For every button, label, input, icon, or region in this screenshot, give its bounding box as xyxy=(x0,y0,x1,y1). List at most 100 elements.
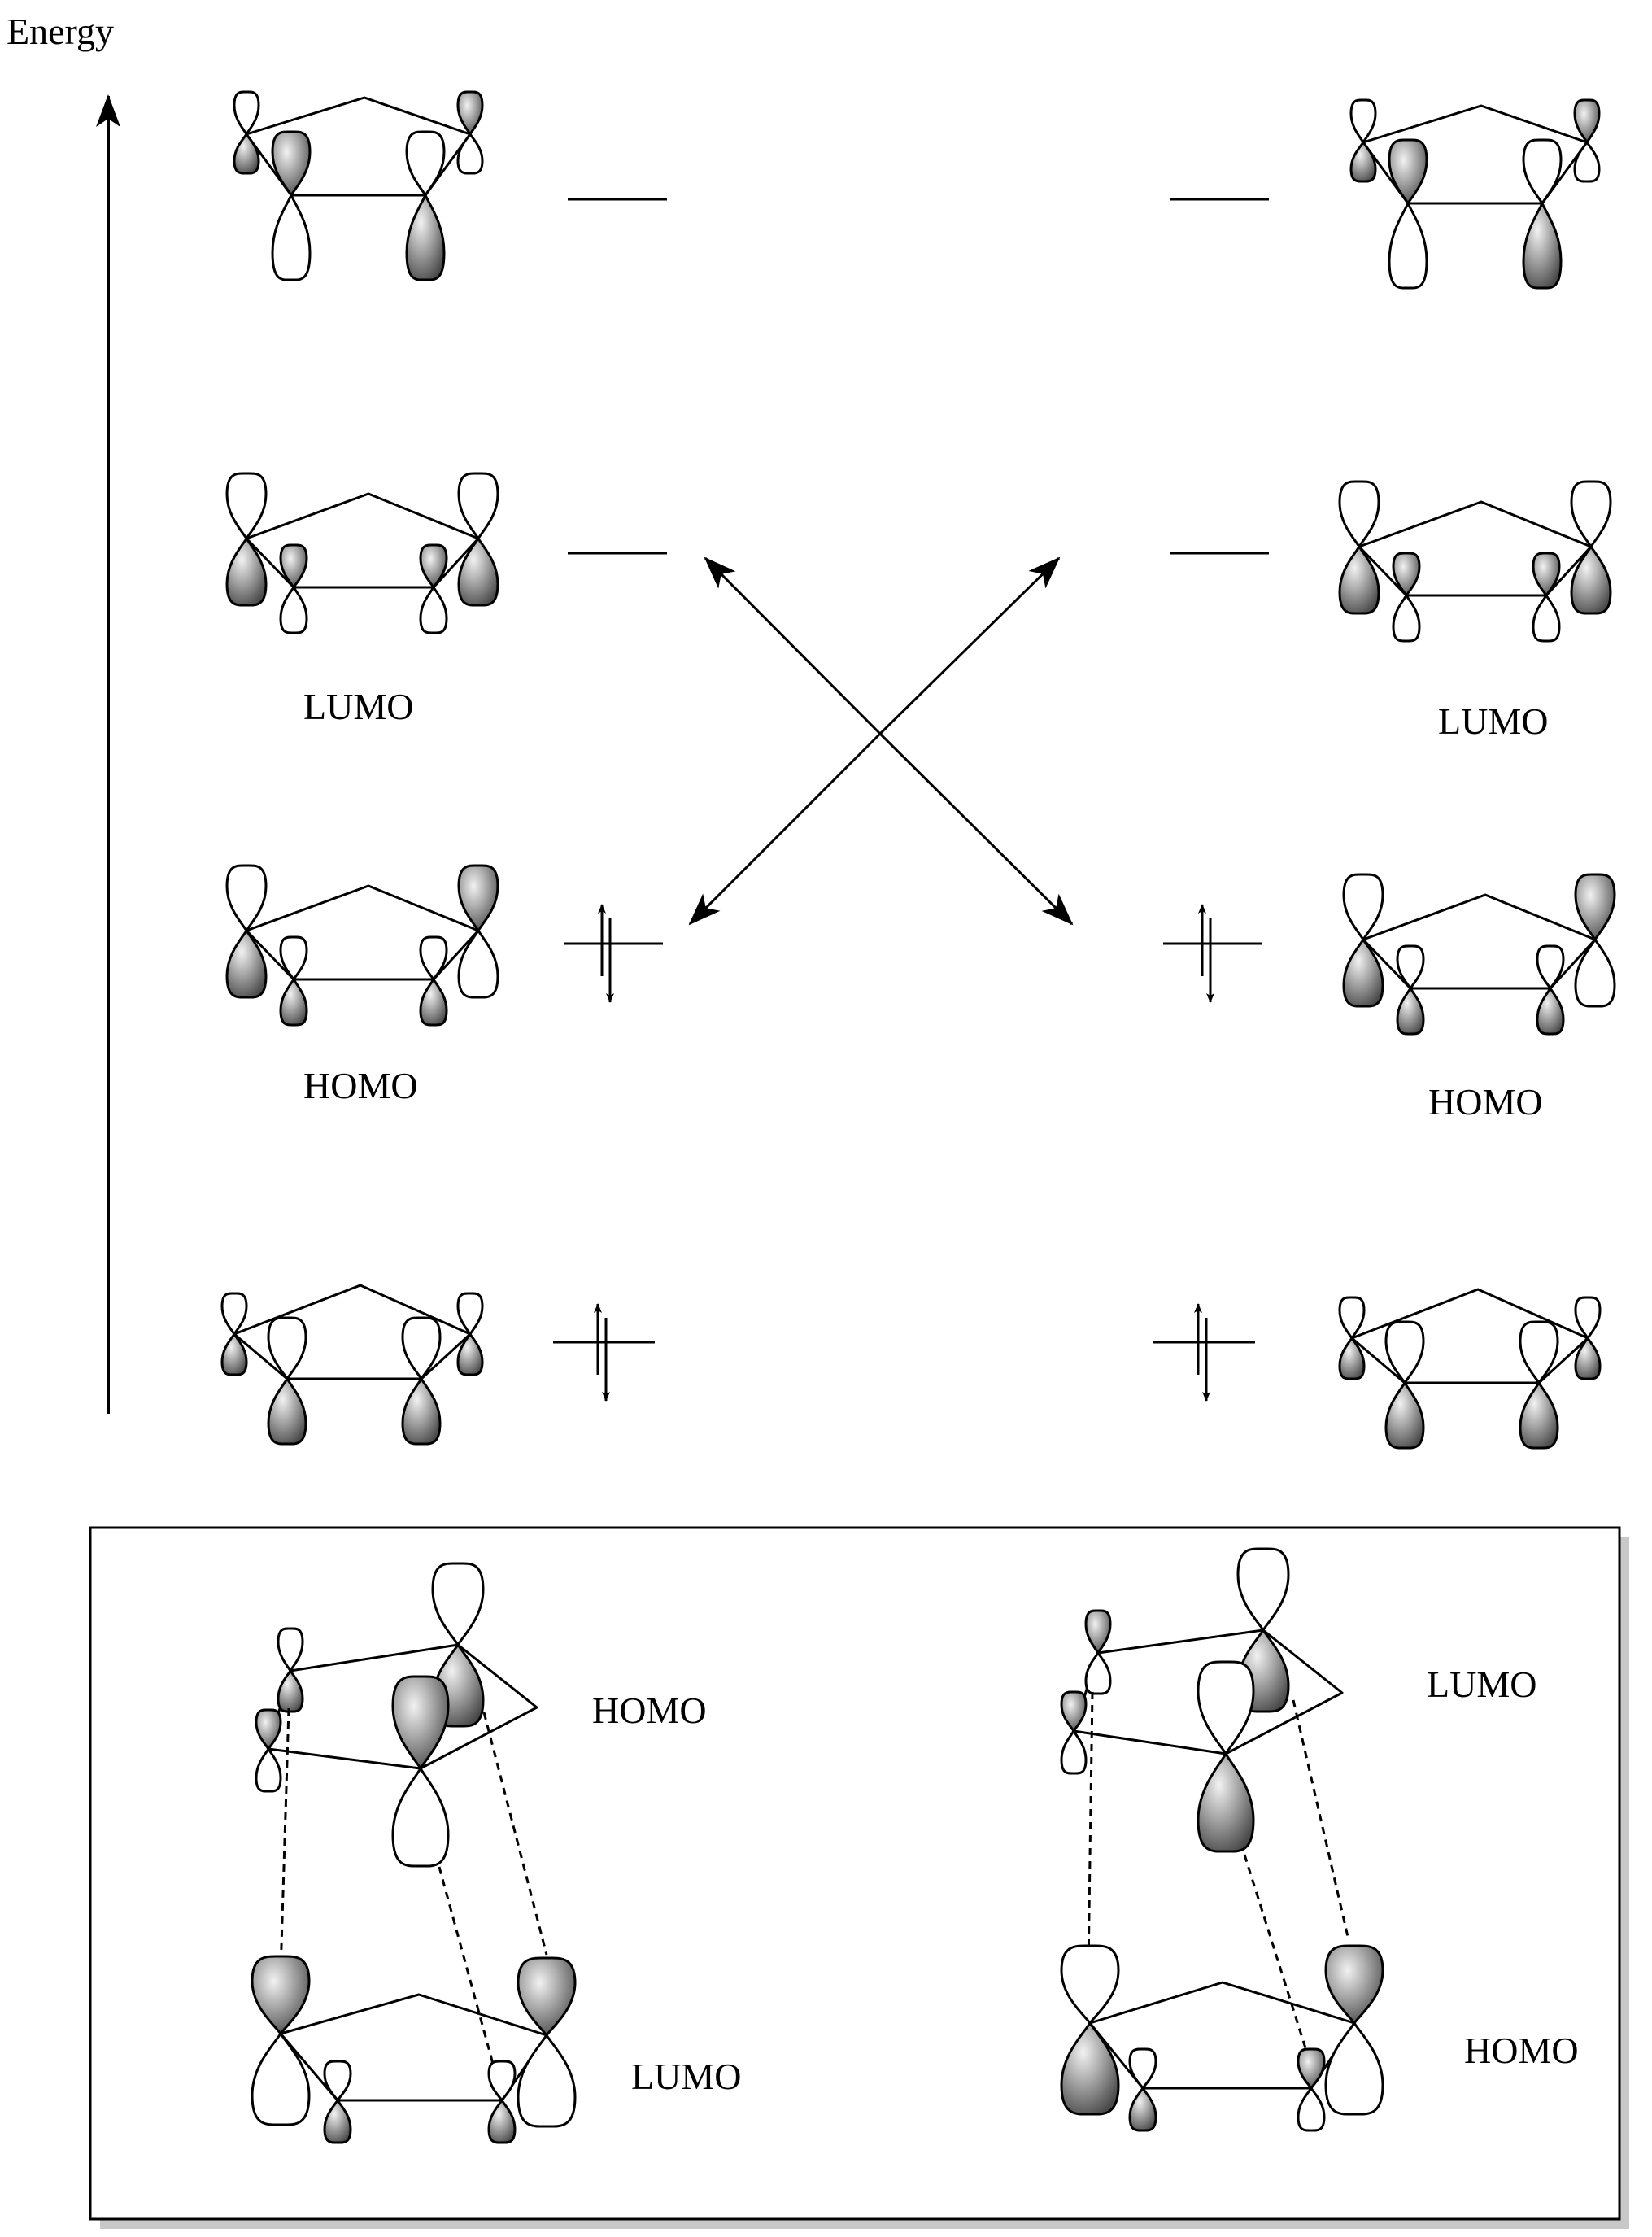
ring-skeleton xyxy=(1362,104,1589,205)
p-orbital-4-lower-lobe xyxy=(456,1332,484,1376)
p-orbital-4 xyxy=(1570,480,1612,615)
p-orbital-1 xyxy=(1349,98,1377,183)
inset-left-pair xyxy=(251,1562,577,2144)
inset-right-top-p1-lower-lobe xyxy=(1084,1651,1112,1695)
p-orbital-1 xyxy=(225,472,268,607)
inset-right-bottom-p4-upper-lobe xyxy=(1324,1944,1384,2025)
inset-label-right-bottom: HOMO xyxy=(1464,2030,1579,2071)
p-orbital-2-upper-lobe xyxy=(271,130,312,197)
molecule-left-homo xyxy=(225,864,499,1027)
p-orbital-2-lower-lobe xyxy=(279,586,308,634)
overlap-line-5 xyxy=(1292,1699,1350,1941)
inset-right-top-p4-upper-lobe xyxy=(1197,1660,1255,1755)
inset-overlap-drawings xyxy=(251,1547,1384,2144)
inset-right-bottom-p3-upper-lobe xyxy=(1297,2047,1326,2090)
inset-left-top-p4-lower-lobe xyxy=(391,1767,450,1868)
inset-right-bottom-p4-lower-lobe xyxy=(1324,2021,1384,2116)
molecule-right-mo4 xyxy=(1349,98,1601,290)
inset-left-bottom-p4-lower-lobe xyxy=(517,2034,577,2128)
inset-left-top-p2-lower-lobe xyxy=(255,1747,282,1793)
p-orbital-1-upper-lobe xyxy=(1342,873,1384,941)
inset-left-bottom-p1-lower-lobe xyxy=(251,2032,311,2126)
electron-pair-right-3 xyxy=(1198,904,1214,1003)
inset-label-left-top: HOMO xyxy=(592,1690,707,1731)
label-left-homo: HOMO xyxy=(303,1065,418,1106)
p-orbital-3-lower-lobe xyxy=(1536,987,1565,1036)
p-orbital-4 xyxy=(1574,873,1616,1008)
p-orbital-2-upper-lobe xyxy=(267,1316,307,1380)
inset-right-bottom-p2-lower-lobe xyxy=(1128,2087,1157,2132)
inset-right-top-p2-lower-lobe xyxy=(1060,1729,1088,1775)
inset-right-top-p4-lower-lobe xyxy=(1197,1752,1255,1853)
inset-left-bottom-p3-upper-lobe xyxy=(487,2060,517,2102)
inset-right-top-p2 xyxy=(1060,1690,1088,1775)
overlap-line-2 xyxy=(482,1712,548,1956)
p-orbital-4-upper-lobe xyxy=(456,90,484,136)
p-orbital-1-lower-lobe xyxy=(225,537,268,607)
interaction-arrows xyxy=(688,556,1074,926)
inset-right-pair xyxy=(1060,1547,1384,2132)
inset-right-top-p1-upper-lobe xyxy=(1084,1609,1112,1655)
inset-left-bottom-p2 xyxy=(323,2060,352,2144)
p-orbital-1-lower-lobe xyxy=(225,929,268,999)
p-orbital-4 xyxy=(1574,1296,1602,1380)
p-orbital-1-upper-lobe xyxy=(1349,98,1377,144)
inset-left-top-p4 xyxy=(391,1675,450,1868)
label-right-lumo: LUMO xyxy=(1438,700,1548,742)
p-orbital-4-lower-lobe xyxy=(457,537,499,607)
arrow-homo-lumo-a xyxy=(704,556,882,735)
inset-left-top-p4-upper-lobe xyxy=(391,1675,450,1770)
p-orbital-1-upper-lobe xyxy=(225,864,268,932)
energy-axis: Energy xyxy=(7,11,120,1414)
inset-left-top-p1-upper-lobe xyxy=(277,1627,304,1672)
energy-axis-label: Energy xyxy=(7,11,114,52)
ring-skeleton xyxy=(245,96,472,197)
p-orbital-4-lower-lobe xyxy=(1570,545,1612,615)
inset-right-bottom-p4 xyxy=(1324,1944,1384,2116)
p-orbital-2-lower-lobe xyxy=(1384,1381,1425,1450)
p-orbital-3-lower-lobe xyxy=(401,1377,442,1446)
molecule-left-mo1 xyxy=(220,1284,484,1446)
p-orbital-1-lower-lobe xyxy=(1342,938,1384,1008)
inset-right-bottom-p1 xyxy=(1060,1944,1120,2116)
electron-pair-left-4 xyxy=(594,1303,610,1402)
inset-left-bottom-p4 xyxy=(517,1956,577,2128)
p-orbital-1 xyxy=(1342,873,1384,1008)
ring-skeleton xyxy=(245,492,480,589)
p-orbital-2 xyxy=(267,1316,307,1446)
p-orbital-1-lower-lobe xyxy=(220,1332,248,1376)
p-orbital-1-lower-lobe xyxy=(233,133,260,175)
p-orbital-1-lower-lobe xyxy=(1338,545,1380,615)
overlap-line-4 xyxy=(1087,1691,1094,1969)
label-left-lumo: LUMO xyxy=(303,686,413,727)
p-orbital-4-lower-lobe xyxy=(456,133,484,175)
p-orbital-2 xyxy=(271,130,312,281)
p-orbital-3 xyxy=(1536,944,1565,1036)
p-orbital-3-lower-lobe xyxy=(419,978,448,1027)
inset-left-top-p3-upper-lobe xyxy=(431,1562,485,1646)
p-orbital-3-lower-lobe xyxy=(419,586,448,634)
ring-skeleton xyxy=(245,884,480,981)
energy-levels xyxy=(553,198,1269,1344)
molecules xyxy=(220,90,1616,1450)
p-orbital-3-upper-lobe xyxy=(419,935,448,981)
inset-right-top-p4 xyxy=(1197,1660,1255,1853)
p-orbital-4-upper-lobe xyxy=(1574,1296,1602,1340)
p-orbital-2-lower-lobe xyxy=(1396,987,1425,1036)
overlap-line-1 xyxy=(279,1707,290,1973)
ring-skeleton xyxy=(1350,1288,1589,1384)
p-orbital-3 xyxy=(419,543,448,634)
inset-left-bottom-p1 xyxy=(251,1955,311,2126)
p-orbital-4-upper-lobe xyxy=(457,864,499,932)
p-orbital-2-upper-lobe xyxy=(1384,1320,1425,1384)
p-orbital-2-upper-lobe xyxy=(1396,944,1425,990)
p-orbital-3-lower-lobe xyxy=(1522,202,1563,290)
p-orbital-2-lower-lobe xyxy=(1392,594,1421,643)
p-orbital-3 xyxy=(405,130,446,281)
p-orbital-1-upper-lobe xyxy=(1338,480,1380,548)
p-orbital-2 xyxy=(1388,138,1428,290)
p-orbital-2-upper-lobe xyxy=(1388,138,1428,205)
p-orbital-2-lower-lobe xyxy=(279,978,308,1027)
p-orbital-4-upper-lobe xyxy=(456,1292,484,1336)
